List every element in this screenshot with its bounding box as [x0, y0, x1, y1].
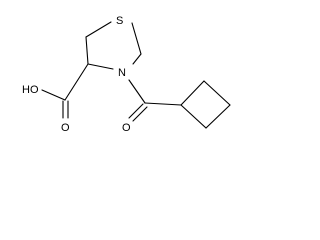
bond-cyclobutyl-4 — [180, 104, 207, 129]
atom-label-ketone-oxygen: O — [122, 122, 131, 134]
bond-cyclobutyl-1 — [180, 80, 205, 106]
bond-n-chcooh — [87, 63, 114, 70]
bond-cyclobutyl-3 — [205, 104, 231, 129]
bond-chcooh-ch2 — [85, 36, 89, 65]
bond-carbonyl-o-double-b — [132, 106, 148, 122]
atom-label-nitrogen: N — [118, 67, 126, 79]
bond-n-carbonyl — [128, 79, 146, 104]
bond-cyclobutyl-2 — [203, 80, 231, 106]
atom-label-hydroxyl: HO — [22, 84, 39, 96]
molecule-structure: S N HO O O — [22, 15, 231, 134]
bond-ring-carboxyl — [64, 63, 89, 101]
bond-s-ch2 — [131, 22, 142, 55]
bond-carbonyl-cyclobutyl — [144, 102, 182, 106]
bond-carbonyl-o-double-a — [128, 103, 144, 119]
bond-ch2-s — [85, 21, 112, 38]
bond-ch2-n — [132, 53, 142, 65]
bond-carboxyl-oh — [41, 89, 66, 101]
atom-label-sulfur: S — [116, 15, 123, 27]
atom-label-acid-oxygen: O — [61, 122, 70, 134]
